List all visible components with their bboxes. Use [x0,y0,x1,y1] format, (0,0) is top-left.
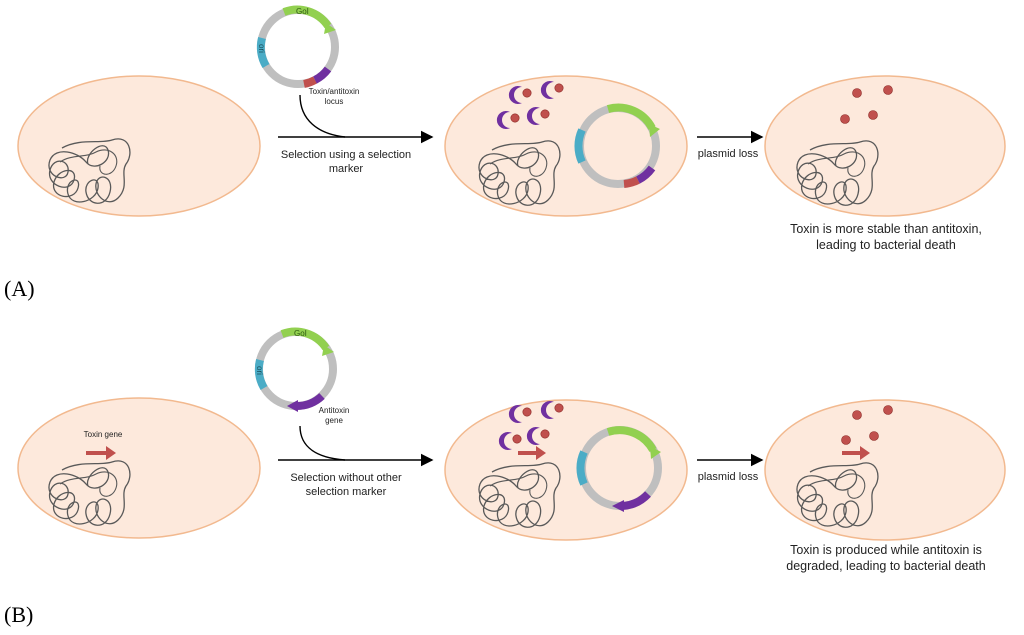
plasmid-a-free: GoI ori [256,5,339,88]
locus-label-a-1: Toxin/antitoxin [309,87,360,96]
insertion-curve-b [299,425,346,461]
goi-label-a: GoI [296,7,309,16]
toxin-b-3 [841,435,851,445]
insertion-curve-a [299,94,346,138]
cell-b-1 [17,397,261,539]
cell-a-3 [764,75,1006,217]
toxin-b-4 [869,431,879,441]
toxin-gene-arrow-b-2 [518,446,546,460]
cell-a-2 [444,75,688,217]
panel-a: GoI ori Toxin/antitoxin locus Selection … [4,5,1006,301]
toxin-b-1 [852,410,862,420]
locus-label-a-2: locus [325,97,344,106]
toxin-a-3 [840,114,850,124]
toxin-a-2 [883,85,893,95]
cell-b-3 [764,399,1006,541]
plasmid-loss-label-b: plasmid loss [698,471,759,483]
cell-a-1 [17,75,261,217]
panel-label-b: (B) [4,602,33,627]
cell-b-2 [444,399,688,541]
result-label-b-1: Toxin is produced while antitoxin is [790,543,982,557]
toxin-gene-label: Toxin gene [84,430,123,439]
ori-label-a: ori [257,44,266,53]
antitoxin-label-b-1: Antitoxin [319,406,350,415]
goi-label-b: GoI [294,329,307,338]
selection-label-a-2: marker [329,163,364,175]
antitoxin-label-b-2: gene [325,416,343,425]
selection-label-a-1: Selection using a selection [281,149,411,161]
panel-label-a: (A) [4,276,35,301]
toxin-a-4 [868,110,878,120]
ori-label-b: ori [255,366,264,375]
panel-b: Toxin gene GoI ori Antitoxin gene Select… [4,327,1006,627]
plasmid-a-inside [574,103,660,188]
toxin-gene-arrow-b-1 [86,446,116,460]
plasmid-b-free: GoI ori [254,327,337,412]
toxin-a-1 [852,88,862,98]
plasmid-loss-label-a: plasmid loss [698,148,759,160]
result-label-a-1: Toxin is more stable than antitoxin, [790,222,982,236]
selection-label-b-2: selection marker [306,486,387,498]
result-label-a-2: leading to bacterial death [816,238,956,252]
toxin-gene-arrow-b-3 [842,446,870,460]
result-label-b-2: degraded, leading to bacterial death [786,559,986,573]
plasmid-b-inside [576,426,662,512]
toxin-b-2 [883,405,893,415]
selection-label-b-1: Selection without other [290,472,402,484]
